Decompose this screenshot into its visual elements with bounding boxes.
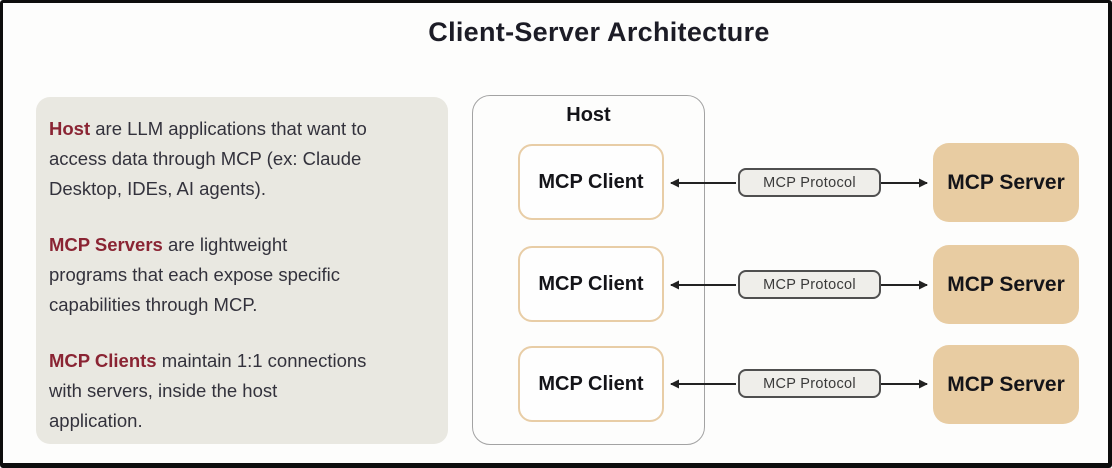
host-label: Host xyxy=(566,104,611,126)
info-paragraph-servers: MCP Servers are lightweight programs tha… xyxy=(49,230,438,320)
mcp-client-box-1: MCP Client xyxy=(518,144,664,220)
term-mcp-clients: MCP Clients xyxy=(49,350,157,371)
term-mcp-servers: MCP Servers xyxy=(49,234,163,255)
info-text: are LLM applications that want to xyxy=(90,118,367,139)
mcp-protocol-label-3: MCP Protocol xyxy=(738,369,881,398)
mcp-server-box-3: MCP Server xyxy=(933,345,1079,424)
mcp-protocol-label-1: MCP Protocol xyxy=(738,168,881,197)
info-line: MCP Servers are lightweight xyxy=(49,230,438,260)
info-paragraph-clients: MCP Clients maintain 1:1 connections wit… xyxy=(49,346,438,436)
info-panel: Host are LLM applications that want to a… xyxy=(36,97,448,444)
info-line: MCP Clients maintain 1:1 connections xyxy=(49,346,438,376)
info-line: Host are LLM applications that want to xyxy=(49,114,438,144)
info-text: are lightweight xyxy=(162,234,288,255)
host-container: Host MCP Client MCP Client MCP Client xyxy=(472,95,705,445)
info-line: programs that each expose specific xyxy=(49,264,341,285)
info-line: capabilities through MCP. xyxy=(49,294,258,315)
mcp-client-box-2: MCP Client xyxy=(518,246,664,322)
mcp-server-box-1: MCP Server xyxy=(933,143,1079,222)
info-text: maintain 1:1 connections xyxy=(156,350,367,371)
info-line: access data through MCP (ex: Claude xyxy=(49,148,362,169)
mcp-server-box-2: MCP Server xyxy=(933,245,1079,324)
info-paragraph-host: Host are LLM applications that want to a… xyxy=(49,114,438,204)
diagram-title: Client-Server Architecture xyxy=(428,17,770,47)
term-host: Host xyxy=(49,118,91,139)
info-line: application. xyxy=(49,410,143,431)
info-line: with servers, inside the host xyxy=(49,380,278,401)
mcp-client-box-3: MCP Client xyxy=(518,346,664,422)
mcp-protocol-label-2: MCP Protocol xyxy=(738,270,881,299)
info-line: Desktop, IDEs, AI agents). xyxy=(49,178,266,199)
